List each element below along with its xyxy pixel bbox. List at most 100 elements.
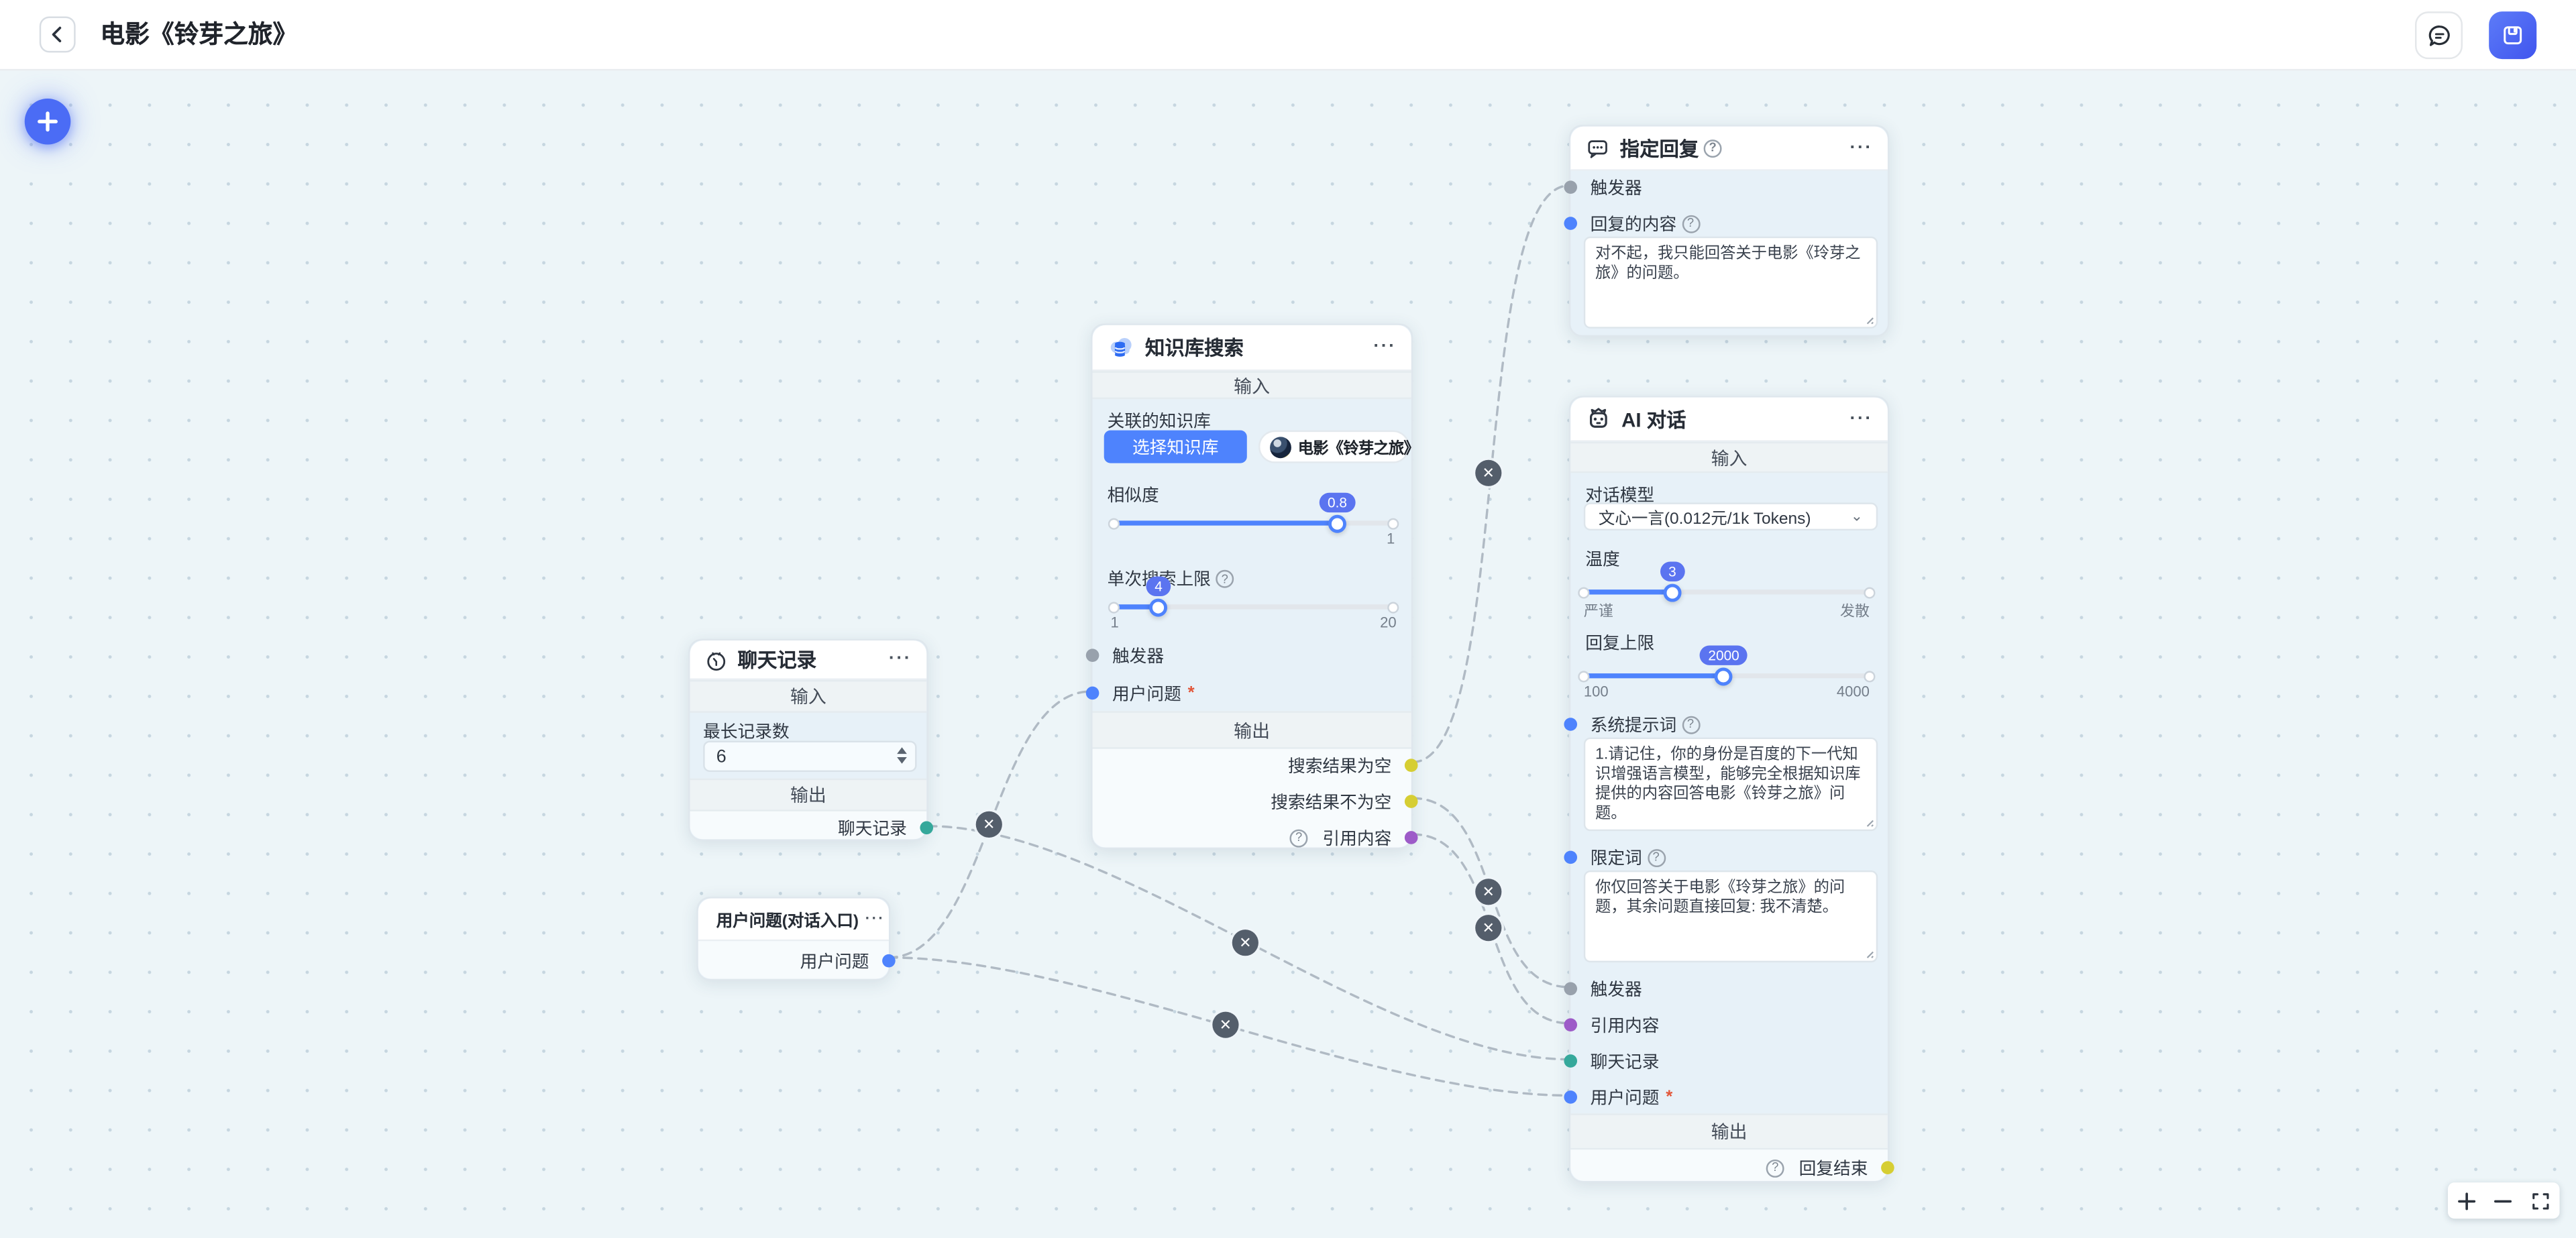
port-reply-content[interactable] [1564,217,1578,230]
page-title: 电影《铃芽之旅》 [100,21,298,50]
preview-chat-button[interactable] [2415,11,2463,60]
system-prompt-textarea[interactable]: 1.请记住，你的身份是百度的下一代知识增强语言模型，能够完全根据知识库提供的内容… [1583,737,1878,832]
port-label: 用户问题 [800,952,869,972]
delete-wire-button[interactable]: ✕ [1475,879,1502,905]
knowledge-base-icon [1110,338,1132,357]
model-select[interactable]: 文心一言(0.012元/1k Tokens)⌄ [1583,502,1878,531]
search-limit-handle[interactable] [1149,598,1168,616]
similarity-handle[interactable] [1328,514,1346,532]
port-user-question[interactable] [1085,686,1099,700]
port-user-question-out[interactable] [882,954,896,968]
node-fixed-reply[interactable]: 指定回复? ··· 触发器 回复的内容? 对不起，我只能回答关于电影《玲芽之旅》… [1564,125,1890,337]
temp-max-tick: 发散 [1839,602,1870,620]
temperature-slider[interactable]: 3 严谨 发散 [1578,561,1876,619]
port-label: 用户问题 [1112,684,1181,704]
wire-notempty-to-ai-trigger[interactable] [1411,797,1570,989]
port-citation[interactable] [1404,831,1418,844]
chat-bubble-icon [2428,24,2449,46]
port-trigger[interactable] [1085,649,1099,662]
port-citation-in[interactable] [1564,1018,1578,1031]
number-stepper[interactable] [897,747,907,764]
chevron-left-icon [52,26,62,43]
search-limit-slider[interactable]: 4 1 20 [1108,576,1399,630]
node-header[interactable]: 聊天记录 ··· [690,640,927,680]
similarity-max-tick: 1 [1386,530,1395,547]
delete-wire-button[interactable]: ✕ [975,811,1002,838]
port-chat-history-in[interactable] [1564,1054,1578,1068]
temperature-label: 温度 [1585,550,1620,570]
plus-icon [38,111,58,132]
fit-view-icon [2532,1192,2549,1209]
max-records-input[interactable] [703,740,917,773]
node-title: 聊天记录 [737,649,817,672]
required-mark: * [1187,683,1195,704]
fit-view-button[interactable] [2526,1182,2556,1219]
reply-content-textarea[interactable]: 对不起，我只能回答关于电影《玲芽之旅》的问题。 [1583,236,1878,329]
reply-limit-slider[interactable]: 2000 100 4000 [1578,644,1876,699]
input-section-header: 输入 [1092,371,1411,400]
port-qualifier[interactable] [1564,850,1578,864]
port-user-question-in[interactable] [1564,1090,1578,1104]
port-result-not-empty[interactable] [1404,795,1418,808]
delete-wire-button[interactable]: ✕ [1475,915,1502,942]
node-user-question[interactable]: 用户问题(对话入口) ··· 用户问题 [696,897,896,981]
reply-limit-label: 回复上限 [1585,634,1655,654]
help-icon: ? [1681,214,1700,233]
port-reply-end[interactable] [1881,1161,1894,1175]
port-label: 触发器 [1590,979,1642,1000]
output-port-row: 搜索结果不为空 [1093,790,1418,813]
kb-name: 电影《铃芽之旅》 [1297,440,1419,459]
zoom-out-button[interactable] [2489,1182,2518,1219]
input-port-row: 引用内容 [1564,1013,1888,1036]
clock-icon [707,651,726,670]
node-menu-button[interactable]: ··· [888,649,912,669]
qualifier-textarea[interactable]: 你仅回答关于电影《玲芽之旅》的问题，其余问题直接回复: 我不清楚。 [1583,870,1878,963]
port-trigger[interactable] [1564,982,1578,996]
node-menu-button[interactable]: ··· [1373,337,1397,357]
output-port-row: 用户问题 [698,950,896,972]
node-menu-button[interactable]: ··· [865,909,885,927]
port-label: 系统提示词 [1590,715,1677,735]
zoom-in-button[interactable] [2452,1182,2481,1219]
reply-bubble-icon [1588,139,1607,158]
input-port-row: 系统提示词? [1564,713,1888,736]
port-result-empty[interactable] [1404,758,1418,773]
port-label: 聊天记录 [1590,1052,1660,1072]
save-button[interactable] [2489,11,2537,60]
port-system-prompt[interactable] [1564,718,1578,731]
port-label: 搜索结果不为空 [1271,792,1392,813]
reply-limit-handle[interactable] [1715,667,1733,685]
node-ai-chat[interactable]: AI 对话 ··· 输入 对话模型 文心一言(0.012元/1k Tokens)… [1564,396,1894,1183]
output-port-row: 搜索结果为空 [1093,754,1418,777]
node-kb-search[interactable]: 知识库搜索 ··· 输入 关联的知识库 选择知识库 电影《铃芽之旅》 相似度 0… [1085,323,1419,850]
input-port-row: 触发器 [1085,644,1411,667]
limit-max-tick: 20 [1380,614,1397,631]
delete-wire-button[interactable]: ✕ [1212,1011,1239,1038]
delete-wire-button[interactable]: ✕ [1475,459,1502,486]
select-kb-button[interactable]: 选择知识库 [1104,430,1247,463]
temperature-handle[interactable] [1663,583,1682,602]
node-chat-history[interactable]: 聊天记录 ··· 输入 最长记录数 输出 聊天记录 [688,638,934,841]
input-port-row: 限定词? [1564,846,1888,868]
add-node-button[interactable] [24,98,71,145]
delete-wire-button[interactable]: ✕ [1232,930,1258,956]
temp-min-tick: 严谨 [1583,602,1613,620]
node-menu-button[interactable]: ··· [1849,408,1873,428]
node-header[interactable]: AI 对话 ··· [1570,397,1888,442]
kb-label: 关联的知识库 [1107,412,1211,433]
output-port-row: 聊天记录 [690,816,934,839]
port-label: 引用内容 [1322,828,1392,848]
input-port-row: 用户问题 * [1085,681,1411,704]
node-header[interactable]: 知识库搜索 ··· [1092,325,1411,372]
node-menu-button[interactable]: ··· [1849,137,1873,157]
kb-chip[interactable]: 电影《铃芽之旅》 [1258,430,1419,463]
back-button[interactable] [39,16,76,53]
max-records-label: 最长记录数 [703,722,790,742]
port-trigger[interactable] [1564,180,1578,194]
port-chat-history[interactable] [920,821,934,835]
node-header[interactable]: 用户问题(对话入口) ··· [698,898,889,942]
wire-citation-to-ai[interactable] [1411,833,1570,1025]
port-label: 触发器 [1590,178,1642,199]
similarity-slider[interactable]: 0.8 1 [1108,492,1399,547]
node-header[interactable]: 指定回复? ··· [1570,126,1888,171]
